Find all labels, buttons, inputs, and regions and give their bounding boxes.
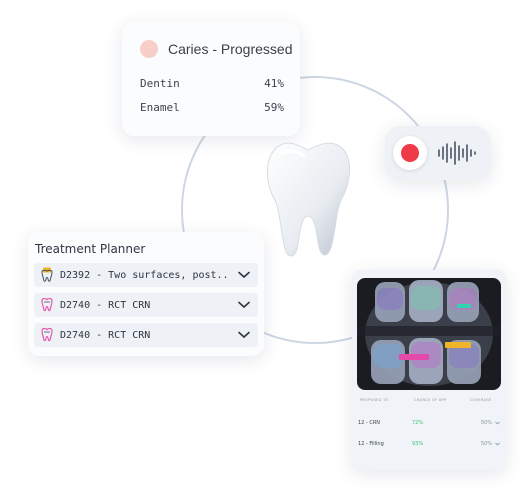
caries-row-dentin: Dentin 41% <box>140 77 284 90</box>
column-header-coverage: COVERAGE <box>470 398 492 402</box>
tooth-icon <box>41 297 53 312</box>
proposed-tx-cell: 12 - CRN <box>358 420 381 426</box>
coverage-cell: 50% <box>480 420 492 426</box>
treatment-item-label: D2740 - RCT CRN <box>60 329 151 341</box>
column-header-proposed-tx: PROPOSED TX <box>360 398 389 402</box>
caries-row-label: Enamel <box>140 101 180 114</box>
sound-wave-icon <box>438 141 476 165</box>
chevron-down-icon[interactable] <box>238 301 250 309</box>
caries-row-enamel: Enamel 59% <box>140 101 284 114</box>
chance-cell: 72% <box>412 420 424 426</box>
chevron-down-icon[interactable] <box>238 331 250 339</box>
proposed-tx-cell: 12 - Filling <box>358 441 384 447</box>
caries-title: Caries - Progressed <box>168 41 293 57</box>
treatment-item[interactable]: D2740 - RCT CRN <box>34 323 258 347</box>
treatment-item-label: D2392 - Two surfaces, post.. <box>60 269 229 281</box>
tooth-illustration <box>267 142 350 257</box>
treatment-item-label: D2740 - RCT CRN <box>60 299 151 311</box>
record-button[interactable] <box>393 136 427 170</box>
connection-ring <box>181 76 449 344</box>
column-header-chance: CHANCE OF APP <box>414 398 447 402</box>
caries-row-value: 41% <box>264 77 284 90</box>
chance-cell: 93% <box>412 441 424 447</box>
coverage-cell: 50% <box>480 441 492 447</box>
caries-card: Caries - Progressed Dentin 41% Enamel 59… <box>122 22 300 136</box>
caries-row-value: 59% <box>264 101 284 114</box>
treatment-planner-card: Treatment Planner D2392 - Two surfaces, … <box>28 232 264 356</box>
treatment-item[interactable]: D2392 - Two surfaces, post.. <box>34 263 258 287</box>
table-row[interactable]: 12 - CRN 72% 50% <box>358 420 500 426</box>
treatment-item[interactable]: D2740 - RCT CRN <box>34 293 258 317</box>
tooth-icon <box>41 327 53 342</box>
xray-panel: PROPOSED TX CHANCE OF APP COVERAGE 12 - … <box>352 270 506 470</box>
chevron-down-icon[interactable] <box>495 442 500 446</box>
table-row[interactable]: 12 - Filling 93% 50% <box>358 441 500 447</box>
treatment-planner-title: Treatment Planner <box>35 242 146 256</box>
caries-indicator-dot <box>140 40 158 58</box>
caries-row-label: Dentin <box>140 77 180 90</box>
chevron-down-icon[interactable] <box>238 271 250 279</box>
voice-recorder <box>385 126 491 180</box>
tooth-crown-icon <box>41 267 53 282</box>
chevron-down-icon[interactable] <box>495 421 500 425</box>
dental-xray-image <box>357 278 501 390</box>
